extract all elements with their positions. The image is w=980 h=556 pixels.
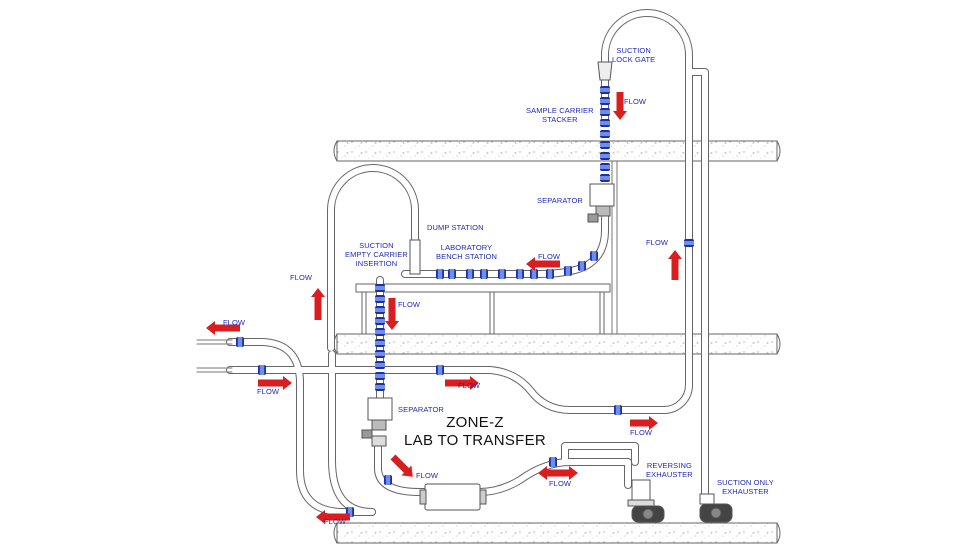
flow-arrow [613,92,627,120]
reversing-exhauster-unit [627,479,665,523]
flow-label: FLOW [538,252,561,261]
flow-arrow [445,376,479,390]
flow-label: FLOW [290,273,313,282]
separator-upper-unit [587,183,615,223]
flow-label: FLOW [324,517,347,526]
separator-lower-unit [361,397,393,447]
label-reversing-exhauster: REVERSING EXHAUSTER [646,461,693,479]
suction-lock-gate-unit [597,61,613,81]
flow-label: FLOW [630,428,653,437]
flow-label: FLOW [398,300,421,309]
dump-station-unit [409,239,421,275]
flow-arrow [385,298,399,330]
label-suction-only-exhauster: SUCTION ONLY EXHAUSTER [717,478,774,496]
flow-label: FLOW [257,387,280,396]
label-suction-empty-carrier-insertion: SUCTION EMPTY CARRIER INSERTION [345,241,408,268]
flow-arrow [311,288,325,320]
flow-arrows [206,92,682,524]
label-suction-lock-gate: SUCTION LOCK GATE [612,46,656,64]
flow-arrow [258,376,292,390]
flow-label: FLOW [458,381,481,390]
flow-arrow [316,510,350,524]
blower-box [419,483,487,511]
laboratory-bench [355,283,611,334]
flow-label: FLOW [549,479,572,488]
flow-label: FLOW [624,97,647,106]
label-laboratory-bench-station: LABORATORY BENCH STATION [436,243,498,261]
flow-arrow [390,454,413,477]
floor-slab-lower [333,522,781,544]
label-separator-lower: SEPARATOR [398,405,444,414]
floor-slab-upper [333,140,781,162]
flow-arrow [538,466,578,480]
floor-slab-middle [333,333,781,355]
flow-arrow [668,250,682,280]
label-separator-upper: SEPARATOR [537,196,583,205]
label-dump-station: DUMP STATION [427,223,484,232]
flow-arrow [526,257,560,271]
suction-only-exhauster-unit [699,493,733,523]
flow-arrow [206,321,240,335]
flow-label: FLOW [223,318,246,327]
flow-arrow [630,416,658,430]
carriers-stacker [600,86,610,182]
zone-title: ZONE-Z LAB TO TRANSFER [404,414,547,449]
flow-label: FLOW [416,471,439,480]
label-sample-carrier-stacker: SAMPLE CARRIER STACKER [526,106,594,124]
flow-label: FLOW [646,238,669,247]
